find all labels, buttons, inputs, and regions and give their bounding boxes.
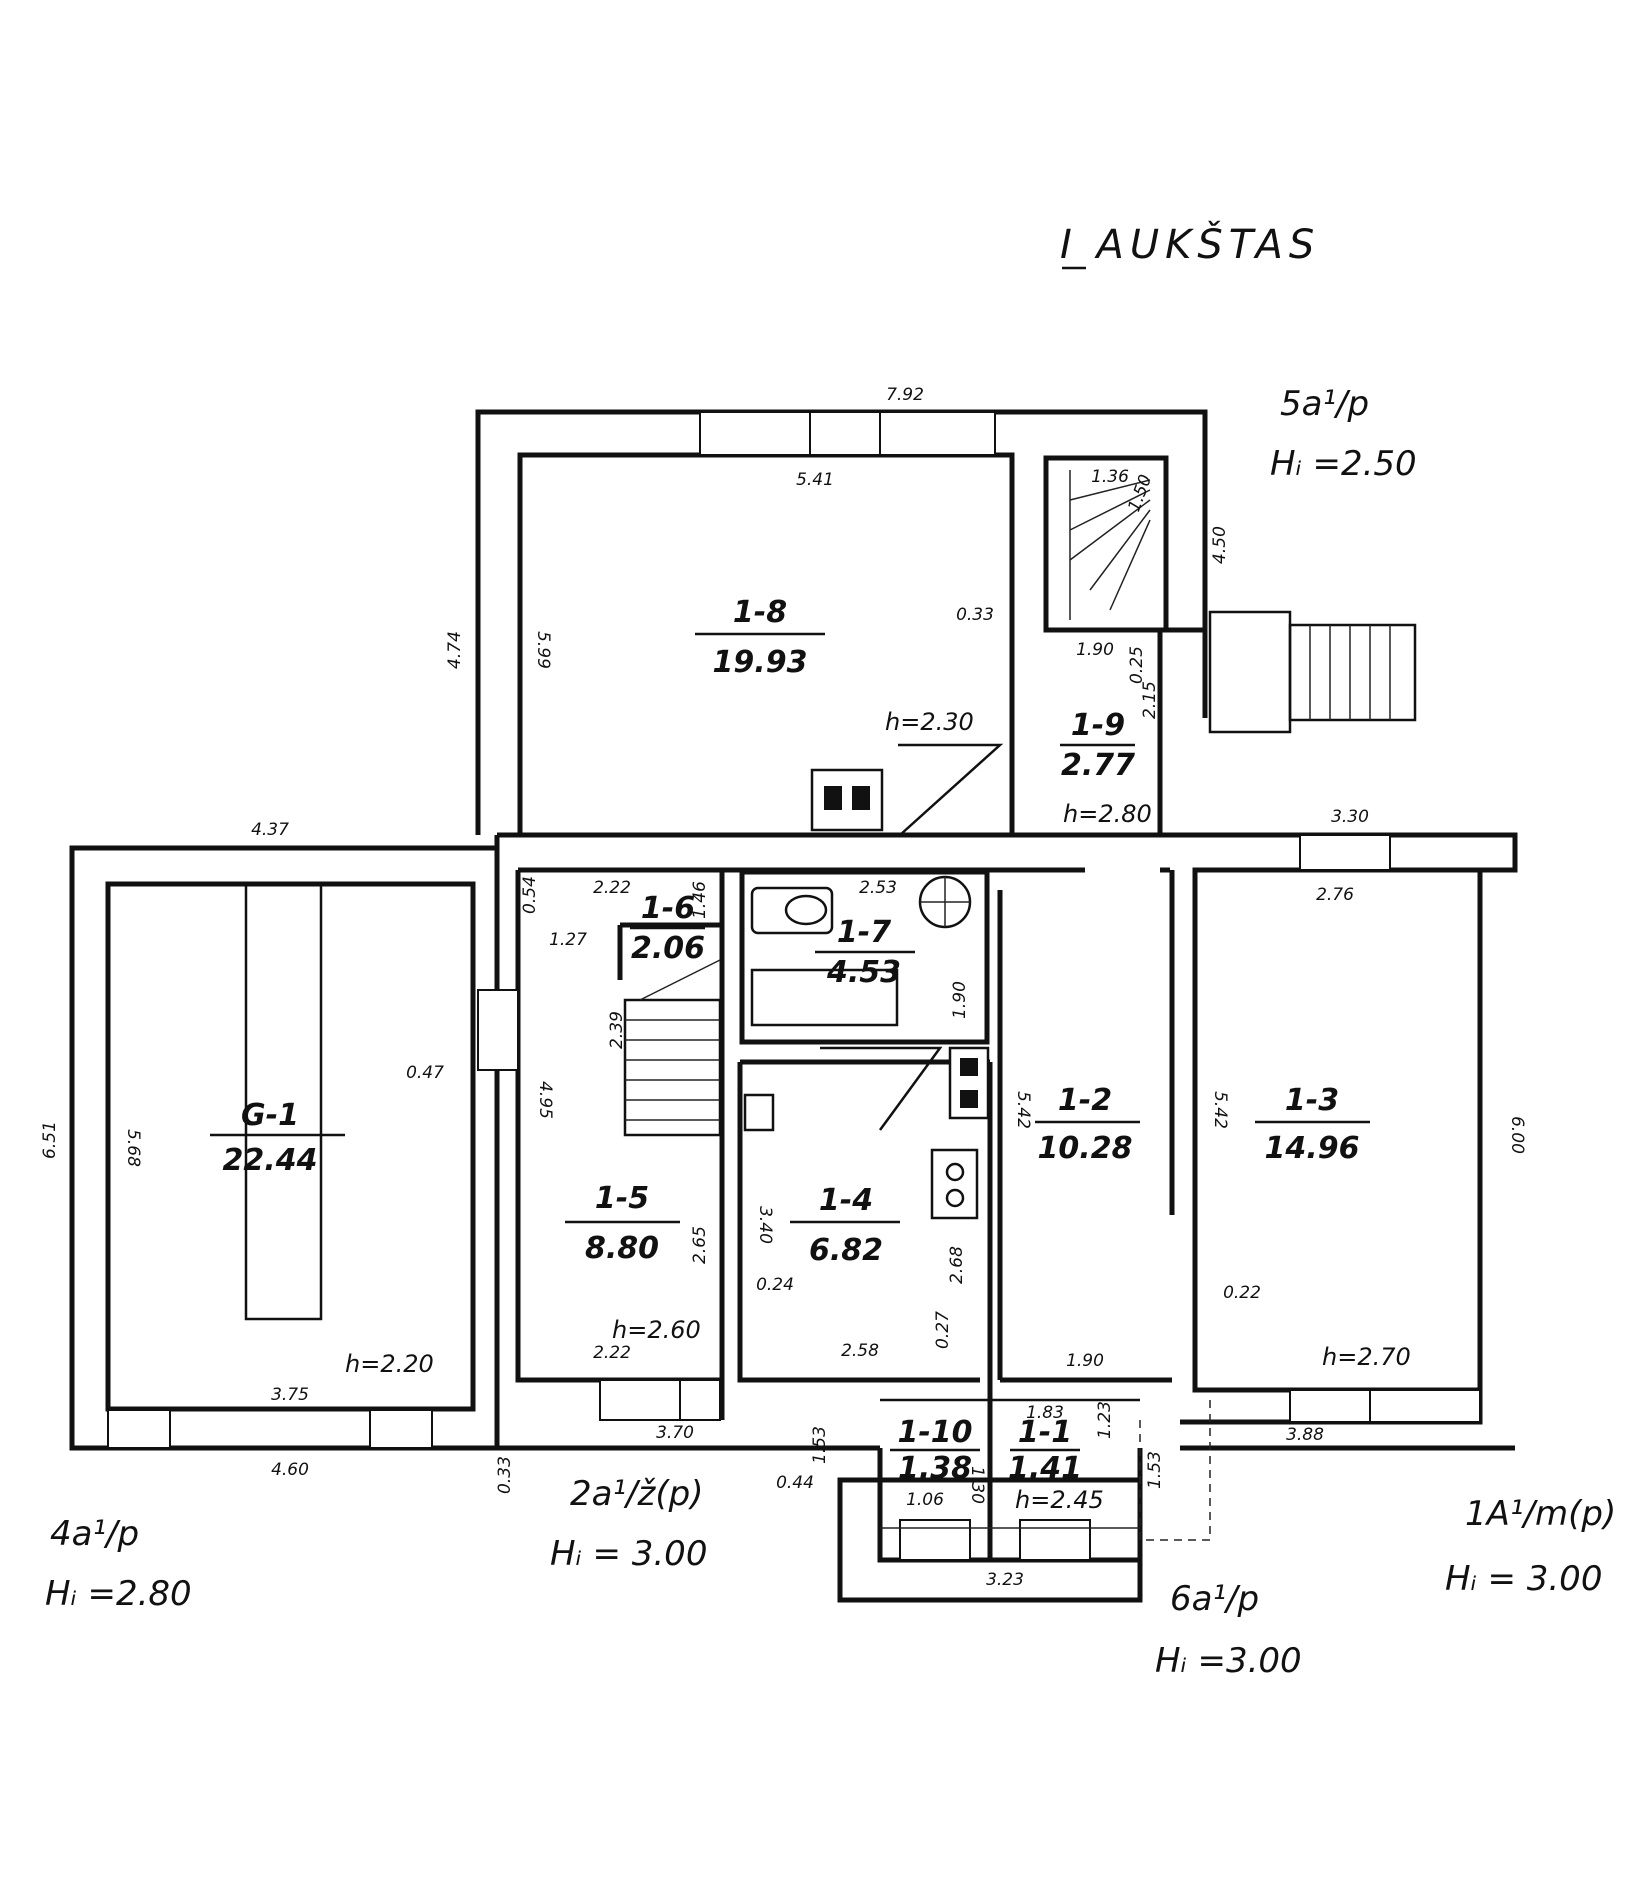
dimension-label: 1.53 bbox=[810, 1426, 830, 1464]
building-code: 2a¹/ž(p) bbox=[570, 1474, 704, 1514]
room-area: 1.38 bbox=[898, 1451, 972, 1486]
dimension-label: 2.65 bbox=[690, 1226, 710, 1264]
windows bbox=[107, 411, 1481, 1561]
room-area: 2.06 bbox=[631, 931, 705, 966]
dimension-label: 4.60 bbox=[271, 1460, 309, 1480]
dimension-label: 0.47 bbox=[406, 1063, 444, 1083]
room-area: 8.80 bbox=[585, 1231, 659, 1266]
dimension-label: 4.50 bbox=[1210, 526, 1230, 564]
dimension-label: 4.74 bbox=[445, 631, 465, 669]
dimension-label: 1.50 bbox=[1124, 472, 1156, 514]
room-id: 1-10 bbox=[897, 1415, 972, 1450]
dimension-label: 2.58 bbox=[841, 1341, 879, 1361]
dimension-label: 1.36 bbox=[1091, 467, 1129, 487]
dimension-label: 1.30 bbox=[967, 1466, 987, 1504]
dimension-label: 4.37 bbox=[251, 820, 289, 840]
dimension-label: 5.68 bbox=[123, 1129, 143, 1167]
floor-title: I AUKŠTAS bbox=[1060, 220, 1320, 268]
building-height: Hᵢ = 3.00 bbox=[1445, 1559, 1602, 1599]
dimension-label: 0.25 bbox=[1127, 646, 1147, 684]
dimension-label: 1.27 bbox=[549, 930, 587, 950]
dimension-label: 2.68 bbox=[947, 1246, 967, 1284]
dimension-label: 2.22 bbox=[593, 1343, 631, 1363]
dimension-label: 3.23 bbox=[986, 1570, 1024, 1590]
dimension-label: 5.42 bbox=[1013, 1091, 1033, 1129]
dimension-label: 3.30 bbox=[1331, 807, 1369, 827]
height-label: h=2.80 bbox=[1063, 800, 1152, 828]
dimension-label: 2.22 bbox=[593, 878, 631, 898]
room-area: 6.82 bbox=[809, 1233, 883, 1268]
dimension-label: 0.27 bbox=[933, 1311, 953, 1349]
room-id: 1-7 bbox=[837, 915, 891, 950]
dimension-label: 1.90 bbox=[1066, 1351, 1104, 1371]
dimension-label: 4.95 bbox=[535, 1081, 555, 1119]
dimension-label: 6.00 bbox=[1507, 1116, 1527, 1154]
building-code: 5a¹/p bbox=[1280, 384, 1369, 424]
room-id: G-1 bbox=[241, 1098, 299, 1133]
dimension-label: 5.42 bbox=[1210, 1091, 1230, 1129]
dimension-label: 2.15 bbox=[1140, 681, 1160, 719]
dimension-label: 0.44 bbox=[776, 1473, 814, 1493]
room-id: 1-2 bbox=[1058, 1083, 1112, 1118]
dimension-label: 1.53 bbox=[1145, 1451, 1165, 1489]
dimension-label: 7.92 bbox=[886, 385, 924, 405]
dimension-label: 1.06 bbox=[906, 1490, 944, 1510]
room-id: 1-4 bbox=[819, 1183, 873, 1218]
room-area: 19.93 bbox=[713, 645, 808, 680]
dimension-label: 3.70 bbox=[656, 1423, 694, 1443]
dimension-label: 3.88 bbox=[1286, 1425, 1324, 1445]
dimension-label: 6.51 bbox=[40, 1121, 60, 1159]
room-area: 2.77 bbox=[1061, 748, 1135, 783]
building-height: Hᵢ = 3.00 bbox=[550, 1534, 707, 1574]
dimension-label: 3.75 bbox=[271, 1385, 309, 1405]
dimension-label: 5.41 bbox=[796, 470, 834, 490]
building-height: Hᵢ =2.50 bbox=[1270, 444, 1417, 484]
room-id: 1-9 bbox=[1071, 708, 1125, 743]
dimension-label: 0.33 bbox=[495, 1456, 515, 1494]
height-label: h=2.70 bbox=[1322, 1343, 1411, 1371]
ceiling-heights: h=2.30 h=2.80 h=2.20 h=2.60 h=2.70 h=2.4… bbox=[345, 708, 1411, 1514]
building-codes: 5a¹/p Hᵢ =2.50 4a¹/p Hᵢ =2.80 2a¹/ž(p) H… bbox=[45, 384, 1616, 1681]
dimension-label: 2.76 bbox=[1316, 885, 1354, 905]
height-label: h=2.45 bbox=[1015, 1486, 1104, 1514]
building-height: Hᵢ =3.00 bbox=[1155, 1641, 1302, 1681]
dimension-label: 0.33 bbox=[956, 605, 994, 625]
room-id: 1-5 bbox=[595, 1181, 649, 1216]
dimension-label: 1.83 bbox=[1026, 1403, 1064, 1423]
room-labels: G-1 22.44 1-1 1.41 1-2 10.28 1-3 14.96 1… bbox=[210, 595, 1370, 1486]
room-area: 1.41 bbox=[1008, 1451, 1082, 1486]
room-area: 22.44 bbox=[223, 1143, 318, 1178]
room-area: 4.53 bbox=[826, 955, 901, 990]
dimension-label: 2.39 bbox=[607, 1011, 627, 1049]
height-label: h=2.60 bbox=[612, 1316, 701, 1344]
room-id: 1-8 bbox=[733, 595, 787, 630]
dimension-label: 1.23 bbox=[1095, 1401, 1115, 1439]
dimensions: 7.92 5.41 4.74 5.99 1.36 1.50 4.50 1.90 … bbox=[40, 385, 1527, 1590]
dimension-label: 0.22 bbox=[1223, 1283, 1261, 1303]
room-area: 10.28 bbox=[1038, 1131, 1133, 1166]
dimension-label: 2.53 bbox=[859, 878, 897, 898]
building-code: 1A¹/m(p) bbox=[1465, 1494, 1616, 1534]
dimension-label: 3.40 bbox=[755, 1206, 775, 1244]
room-area: 14.96 bbox=[1265, 1131, 1360, 1166]
room-id: 1-3 bbox=[1285, 1083, 1339, 1118]
building-code: 6a¹/p bbox=[1170, 1579, 1259, 1619]
building-code: 4a¹/p bbox=[50, 1514, 139, 1554]
dimension-label: 5.99 bbox=[533, 631, 553, 669]
height-label: h=2.20 bbox=[345, 1350, 434, 1378]
dimension-label: 0.24 bbox=[756, 1275, 794, 1295]
room-id: 1-6 bbox=[641, 891, 695, 926]
dimension-label: 0.54 bbox=[520, 876, 540, 914]
building-height: Hᵢ =2.80 bbox=[45, 1574, 192, 1614]
height-label: h=2.30 bbox=[885, 708, 974, 736]
stairs bbox=[623, 470, 1417, 1529]
dimension-label: 1.90 bbox=[1076, 640, 1114, 660]
dimension-label: 1.90 bbox=[950, 981, 970, 1019]
room-id: 1-1 bbox=[1018, 1415, 1072, 1450]
fixtures bbox=[244, 743, 1211, 1541]
dimension-label: 1.46 bbox=[690, 881, 710, 919]
